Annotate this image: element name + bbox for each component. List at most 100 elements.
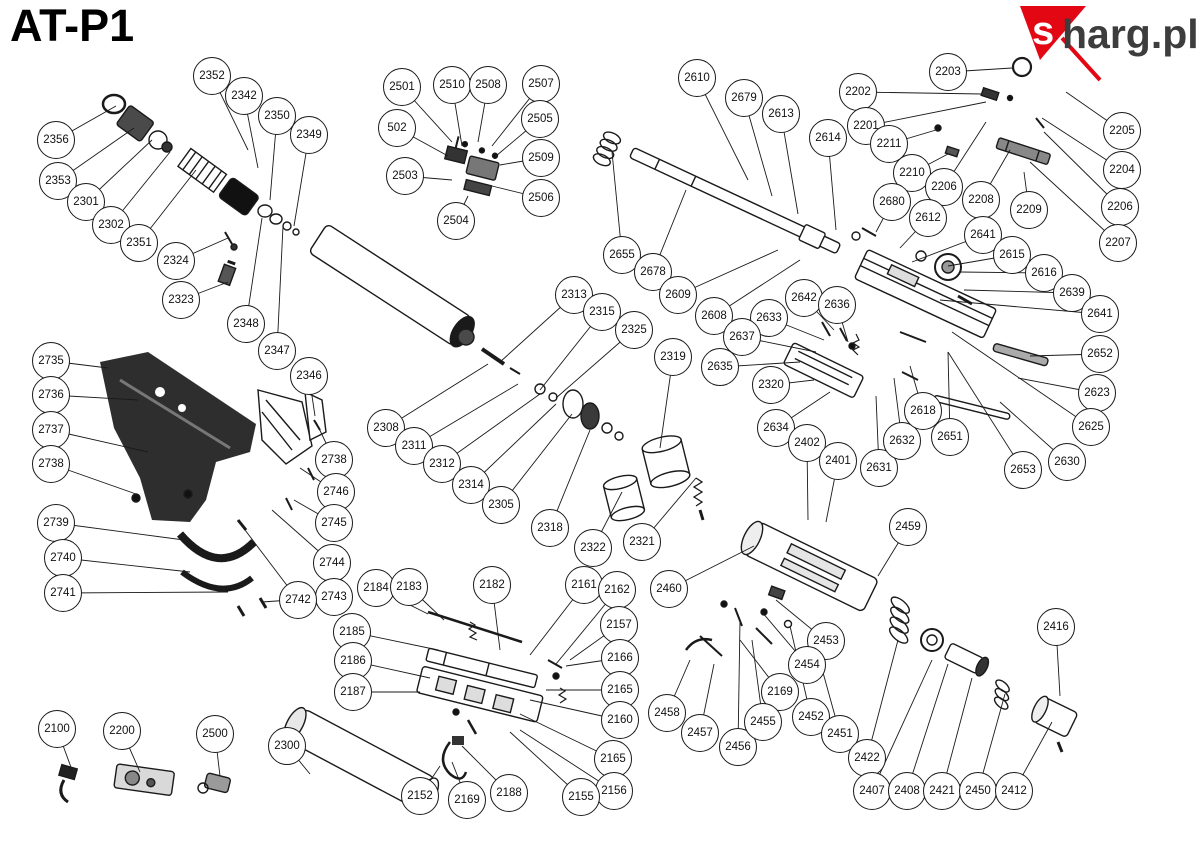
- part-balloon-2615[interactable]: 2615: [993, 236, 1031, 274]
- part-balloon-2653[interactable]: 2653: [1004, 451, 1042, 489]
- part-balloon-2353[interactable]: 2353: [39, 162, 77, 200]
- part-balloon-2641[interactable]: 2641: [964, 216, 1002, 254]
- part-balloon-2736[interactable]: 2736: [32, 376, 70, 414]
- part-balloon-2737[interactable]: 2737: [32, 411, 70, 449]
- part-balloon-2352[interactable]: 2352: [193, 57, 231, 95]
- part-balloon-2608[interactable]: 2608: [695, 297, 733, 335]
- part-balloon-2625[interactable]: 2625: [1072, 408, 1110, 446]
- part-balloon-2324[interactable]: 2324: [157, 242, 195, 280]
- part-balloon-2455[interactable]: 2455: [744, 703, 782, 741]
- part-balloon-2342[interactable]: 2342: [225, 77, 263, 115]
- part-balloon-2188[interactable]: 2188: [490, 774, 528, 812]
- part-balloon-2505[interactable]: 2505: [521, 100, 559, 138]
- part-balloon-2157[interactable]: 2157: [600, 606, 638, 644]
- part-balloon-2401[interactable]: 2401: [819, 442, 857, 480]
- part-balloon-2735[interactable]: 2735: [32, 342, 70, 380]
- part-balloon-2454[interactable]: 2454: [788, 646, 826, 684]
- part-balloon-2205[interactable]: 2205: [1103, 112, 1141, 150]
- part-balloon-2161[interactable]: 2161: [565, 566, 603, 604]
- part-balloon-2642[interactable]: 2642: [785, 279, 823, 317]
- part-balloon-2740[interactable]: 2740: [44, 539, 82, 577]
- part-balloon-2507[interactable]: 2507: [522, 65, 560, 103]
- part-balloon-2320[interactable]: 2320: [752, 366, 790, 404]
- part-balloon-2743[interactable]: 2743: [315, 578, 353, 616]
- part-balloon-2742[interactable]: 2742: [279, 581, 317, 619]
- part-balloon-2612[interactable]: 2612: [909, 199, 947, 237]
- part-balloon-2501[interactable]: 2501: [383, 68, 421, 106]
- part-balloon-2165[interactable]: 2165: [601, 671, 639, 709]
- part-balloon-2100[interactable]: 2100: [38, 710, 76, 748]
- part-balloon-2614[interactable]: 2614: [809, 119, 847, 157]
- part-balloon-2744[interactable]: 2744: [313, 544, 351, 582]
- part-balloon-2156[interactable]: 2156: [595, 772, 633, 810]
- part-balloon-2457[interactable]: 2457: [681, 714, 719, 752]
- part-balloon-2152[interactable]: 2152: [401, 777, 439, 815]
- part-balloon-2305[interactable]: 2305: [482, 486, 520, 524]
- part-balloon-2206[interactable]: 2206: [1101, 188, 1139, 226]
- part-balloon-2169[interactable]: 2169: [448, 781, 486, 819]
- part-balloon-2346[interactable]: 2346: [290, 357, 328, 395]
- part-balloon-2315[interactable]: 2315: [583, 293, 621, 331]
- part-balloon-2458[interactable]: 2458: [648, 694, 686, 732]
- part-balloon-2623[interactable]: 2623: [1078, 374, 1116, 412]
- part-balloon-2679[interactable]: 2679: [725, 79, 763, 117]
- part-balloon-2348[interactable]: 2348: [227, 305, 265, 343]
- part-balloon-2609[interactable]: 2609: [659, 276, 697, 314]
- part-balloon-2187[interactable]: 2187: [334, 673, 372, 711]
- part-balloon-502[interactable]: 502: [378, 109, 416, 147]
- part-balloon-2421[interactable]: 2421: [923, 772, 961, 810]
- part-balloon-2408[interactable]: 2408: [888, 772, 926, 810]
- part-balloon-2652[interactable]: 2652: [1081, 335, 1119, 373]
- part-balloon-2641[interactable]: 2641: [1081, 295, 1119, 333]
- part-balloon-2321[interactable]: 2321: [623, 523, 661, 561]
- part-balloon-2655[interactable]: 2655: [603, 236, 641, 274]
- part-balloon-2416[interactable]: 2416: [1037, 608, 1075, 646]
- part-balloon-2308[interactable]: 2308: [367, 409, 405, 447]
- part-balloon-2209[interactable]: 2209: [1010, 191, 1048, 229]
- part-balloon-2741[interactable]: 2741: [44, 574, 82, 612]
- part-balloon-2185[interactable]: 2185: [333, 613, 371, 651]
- part-balloon-2300[interactable]: 2300: [268, 727, 306, 765]
- part-balloon-2508[interactable]: 2508: [469, 66, 507, 104]
- part-balloon-2208[interactable]: 2208: [962, 181, 1000, 219]
- part-balloon-2356[interactable]: 2356: [37, 121, 75, 159]
- part-balloon-2630[interactable]: 2630: [1048, 443, 1086, 481]
- part-balloon-2351[interactable]: 2351: [120, 224, 158, 262]
- part-balloon-2450[interactable]: 2450: [959, 772, 997, 810]
- part-balloon-2412[interactable]: 2412: [995, 772, 1033, 810]
- part-balloon-2202[interactable]: 2202: [839, 73, 877, 111]
- part-balloon-2347[interactable]: 2347: [258, 332, 296, 370]
- part-balloon-2422[interactable]: 2422: [848, 739, 886, 777]
- part-balloon-2200[interactable]: 2200: [103, 712, 141, 750]
- part-balloon-2162[interactable]: 2162: [598, 571, 636, 609]
- part-balloon-2738[interactable]: 2738: [315, 441, 353, 479]
- part-balloon-2182[interactable]: 2182: [473, 566, 511, 604]
- part-balloon-2500[interactable]: 2500: [196, 715, 234, 753]
- part-balloon-2160[interactable]: 2160: [601, 701, 639, 739]
- part-balloon-2349[interactable]: 2349: [290, 116, 328, 154]
- part-balloon-2312[interactable]: 2312: [423, 445, 461, 483]
- part-balloon-2509[interactable]: 2509: [522, 139, 560, 177]
- part-balloon-2319[interactable]: 2319: [654, 338, 692, 376]
- part-balloon-2407[interactable]: 2407: [853, 772, 891, 810]
- part-balloon-2745[interactable]: 2745: [315, 504, 353, 542]
- part-balloon-2651[interactable]: 2651: [931, 418, 969, 456]
- part-balloon-2504[interactable]: 2504: [437, 202, 475, 240]
- part-balloon-2325[interactable]: 2325: [615, 311, 653, 349]
- part-balloon-2322[interactable]: 2322: [574, 529, 612, 567]
- part-balloon-2738[interactable]: 2738: [32, 445, 70, 483]
- part-balloon-2155[interactable]: 2155: [562, 778, 600, 816]
- part-balloon-2635[interactable]: 2635: [701, 348, 739, 386]
- part-balloon-2323[interactable]: 2323: [162, 281, 200, 319]
- part-balloon-2350[interactable]: 2350: [258, 97, 296, 135]
- part-balloon-2506[interactable]: 2506: [522, 179, 560, 217]
- part-balloon-2746[interactable]: 2746: [317, 473, 355, 511]
- part-balloon-2610[interactable]: 2610: [678, 59, 716, 97]
- part-balloon-2183[interactable]: 2183: [390, 568, 428, 606]
- part-balloon-2207[interactable]: 2207: [1099, 224, 1137, 262]
- part-balloon-2613[interactable]: 2613: [762, 95, 800, 133]
- part-balloon-2631[interactable]: 2631: [860, 449, 898, 487]
- part-balloon-2459[interactable]: 2459: [889, 508, 927, 546]
- part-balloon-2165[interactable]: 2165: [594, 740, 632, 778]
- part-balloon-2203[interactable]: 2203: [929, 53, 967, 91]
